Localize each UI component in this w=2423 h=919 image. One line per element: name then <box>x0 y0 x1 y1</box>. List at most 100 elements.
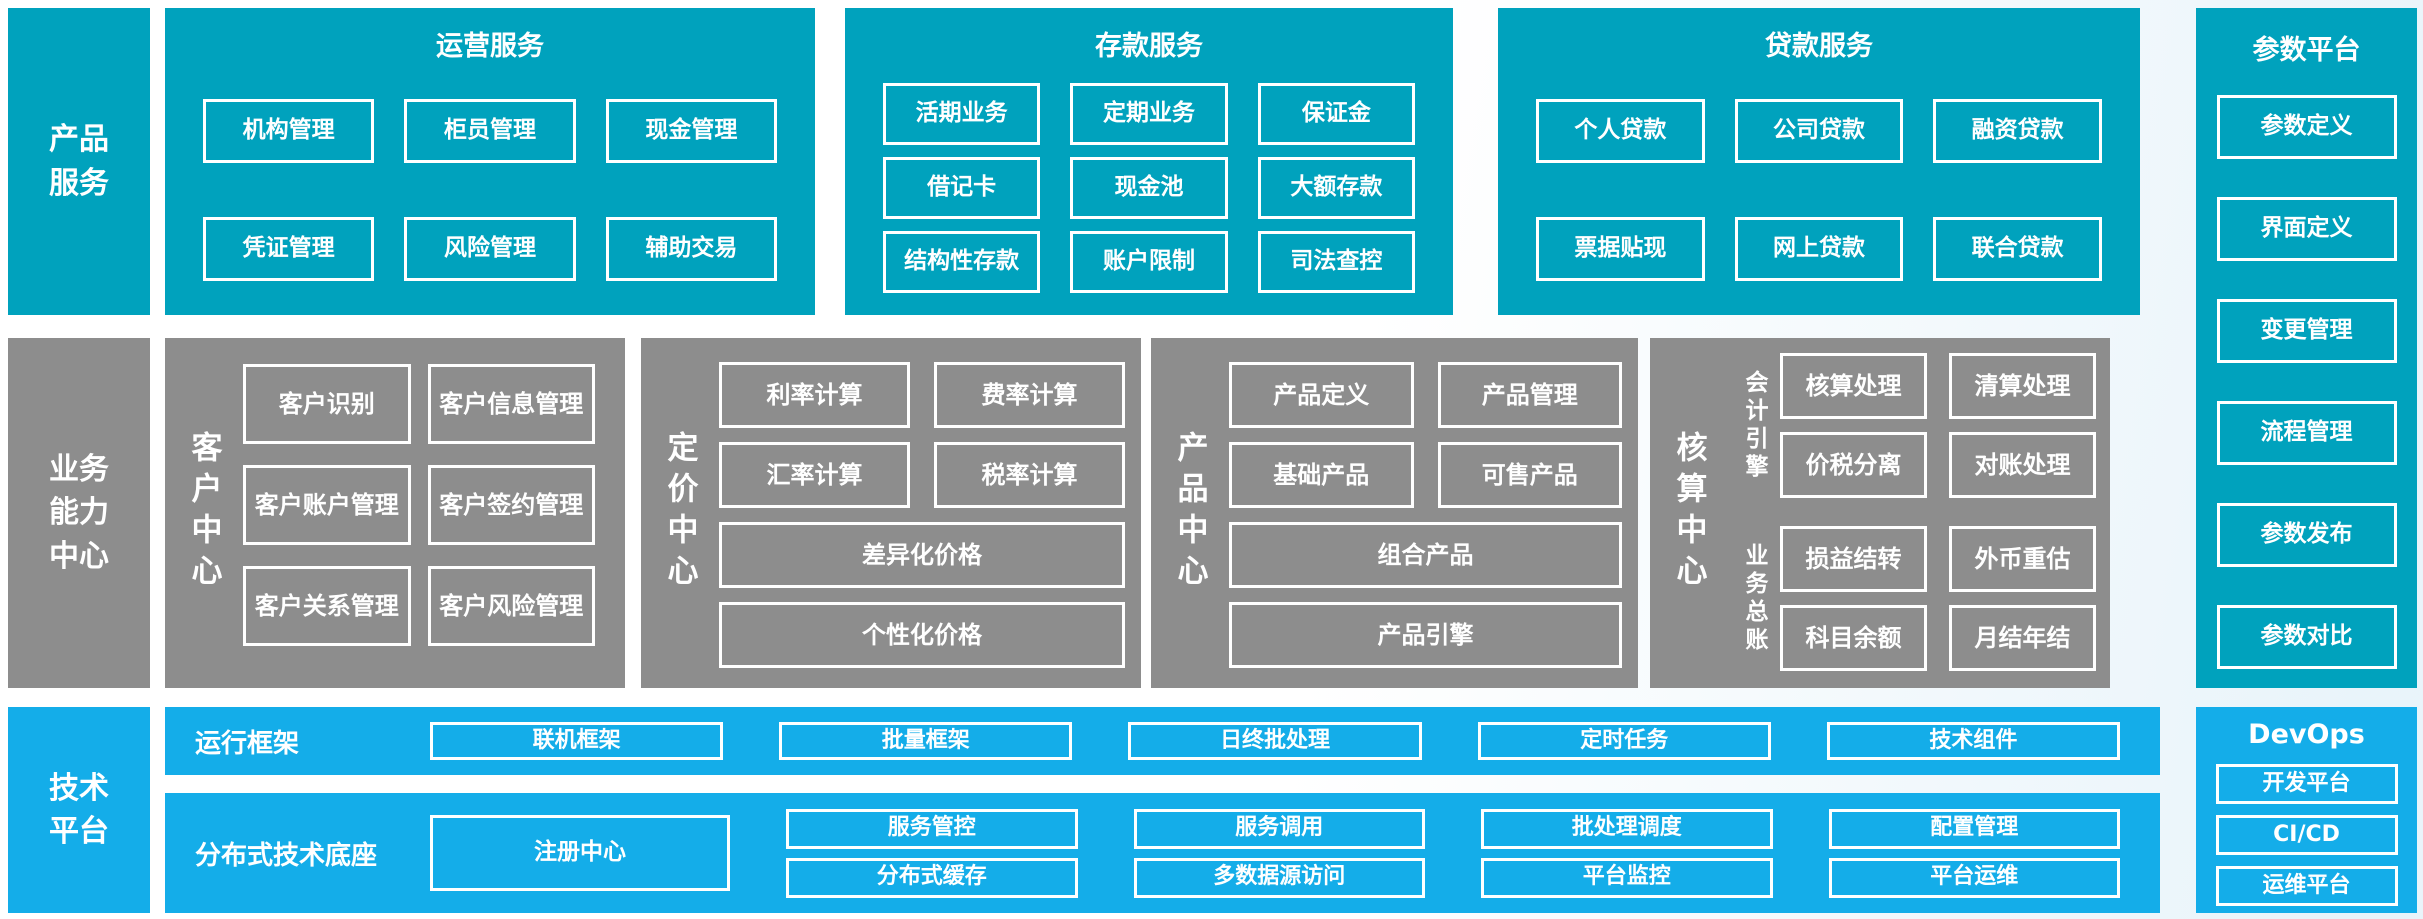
capability-box: 可售产品 <box>1437 442 1622 508</box>
panel-pricing-center: 定价中心 利率计算 费率计算 汇率计算 税率计算 差异化价格 个性化价格 <box>641 338 1141 688</box>
capability-box: 客户账户管理 <box>243 465 411 545</box>
tech-box: 定时任务 <box>1477 722 1771 760</box>
group-label: 会计引擎 <box>1741 369 1767 482</box>
center-label: 核算中心 <box>1670 431 1707 595</box>
business-ledger-group: 业务总账 损益结转 外币重估 科目余额 月结年结 <box>1728 526 2096 671</box>
capability-box: 清算处理 <box>1949 353 2096 419</box>
capability-box: 客户关系管理 <box>243 566 411 646</box>
band-label-capability-center: 业务 能力 中心 <box>8 338 150 688</box>
accounting-groups: 会计引擎 核算处理 清算处理 价税分离 对账处理 业务总账 损益结转 外币重估 … <box>1728 353 2096 688</box>
panel-deposit-services: 存款服务 活期业务 定期业务 保证金 借记卡 现金池 大额存款 结构性存款 账户… <box>845 8 1453 315</box>
box-grid: 机构管理 柜员管理 现金管理 凭证管理 风险管理 辅助交易 <box>165 99 815 281</box>
capability-box: 利率计算 <box>719 362 910 428</box>
tech-box: 技术组件 <box>1826 722 2121 760</box>
capability-box-wide: 产品引擎 <box>1229 602 1622 668</box>
capability-box: 科目余额 <box>1780 605 1927 671</box>
service-box: 参数对比 <box>2216 605 2397 669</box>
capability-box: 汇率计算 <box>719 442 910 508</box>
service-box: 借记卡 <box>883 157 1041 219</box>
service-box: 网上贷款 <box>1734 217 1904 281</box>
row-runtime-framework: 运行框架 联机框架 批量框架 日终批处理 定时任务 技术组件 <box>165 707 2160 775</box>
service-box: 个人贷款 <box>1536 99 1705 163</box>
band-label-text: 技术 平台 <box>49 770 109 850</box>
capability-box: 价税分离 <box>1780 432 1927 498</box>
row-label: 分布式技术底座 <box>195 840 378 871</box>
tech-box: 服务管控 <box>786 808 1078 849</box>
service-box: 风险管理 <box>404 217 576 281</box>
accounting-engine-group: 会计引擎 核算处理 清算处理 价税分离 对账处理 <box>1728 353 2096 498</box>
capability-box-wide: 个性化价格 <box>719 602 1125 668</box>
service-box: 融资贷款 <box>1933 99 2102 163</box>
capability-box: 客户识别 <box>243 364 411 444</box>
group-label: 业务总账 <box>1741 542 1767 655</box>
panel-title: 运营服务 <box>436 31 544 62</box>
box-grid: 产品定义 产品管理 基础产品 可售产品 组合产品 产品引擎 <box>1229 362 1622 688</box>
vertical-label-wrap: 客户中心 <box>165 338 243 688</box>
service-box: 活期业务 <box>883 83 1041 145</box>
center-label: 客户中心 <box>185 431 222 595</box>
box-grid: 服务管控 服务调用 批处理调度 配置管理 分布式缓存 多数据源访问 平台监控 平… <box>786 808 2120 898</box>
tech-box: 平台运维 <box>1828 857 2120 898</box>
service-box: 流程管理 <box>2216 401 2397 465</box>
service-box: 结构性存款 <box>883 231 1041 293</box>
capability-box: 对账处理 <box>1949 432 2096 498</box>
capability-box: 核算处理 <box>1780 353 1927 419</box>
box-grid: 活期业务 定期业务 保证金 借记卡 现金池 大额存款 结构性存款 账户限制 司法… <box>845 83 1453 293</box>
service-box: 参数发布 <box>2216 503 2397 567</box>
tech-box: 批量框架 <box>779 722 1073 760</box>
devops-box: 开发平台 <box>2215 764 2398 804</box>
vertical-label-wrap: 定价中心 <box>641 338 719 688</box>
center-label: 产品中心 <box>1171 431 1208 595</box>
box-row: 联机框架 批量框架 日终批处理 定时任务 技术组件 <box>430 722 2121 760</box>
band-label-tech-platform: 技术 平台 <box>8 707 150 913</box>
service-box: 定期业务 <box>1070 83 1228 145</box>
tech-box: 日终批处理 <box>1128 722 1422 760</box>
vertical-label-wrap: 会计引擎 <box>1728 353 1780 498</box>
service-box: 联合贷款 <box>1933 217 2102 281</box>
capability-box: 产品管理 <box>1437 362 1622 428</box>
vertical-label-wrap: 核算中心 <box>1650 338 1728 688</box>
service-box: 现金管理 <box>605 99 777 163</box>
capability-box: 费率计算 <box>934 362 1125 428</box>
service-box: 现金池 <box>1070 157 1228 219</box>
band-label-product-services: 产品 服务 <box>8 8 150 315</box>
service-box: 凭证管理 <box>203 217 375 281</box>
panel-accounting-center: 核算中心 会计引擎 核算处理 清算处理 价税分离 对账处理 业务总账 损 <box>1650 338 2110 688</box>
panel-operation-services: 运营服务 机构管理 柜员管理 现金管理 凭证管理 风险管理 辅助交易 <box>165 8 815 315</box>
box-grid: 个人贷款 公司贷款 融资贷款 票据贴现 网上贷款 联合贷款 <box>1498 99 2140 281</box>
service-box: 参数定义 <box>2216 95 2397 159</box>
tech-box: 分布式缓存 <box>786 857 1078 898</box>
panel-title: DevOps <box>2248 719 2365 750</box>
box-grid: 利率计算 费率计算 汇率计算 税率计算 差异化价格 个性化价格 <box>719 362 1125 688</box>
center-label: 定价中心 <box>661 431 698 595</box>
service-box: 辅助交易 <box>605 217 777 281</box>
panel-title: 存款服务 <box>1095 31 1203 62</box>
service-box: 司法查控 <box>1257 231 1415 293</box>
service-box: 票据贴现 <box>1536 217 1705 281</box>
panel-loan-services: 贷款服务 个人贷款 公司贷款 融资贷款 票据贴现 网上贷款 联合贷款 <box>1498 8 2140 315</box>
capability-box: 月结年结 <box>1949 605 2096 671</box>
tech-box: 联机框架 <box>430 722 724 760</box>
tech-box: 平台监控 <box>1481 857 1773 898</box>
panel-title: 参数平台 <box>2252 35 2361 66</box>
row-label: 运行框架 <box>195 728 300 759</box>
panel-customer-center: 客户中心 客户识别 客户信息管理 客户账户管理 客户签约管理 客户关系管理 客户… <box>165 338 625 688</box>
devops-box: 运维平台 <box>2215 866 2398 906</box>
service-box: 公司贷款 <box>1734 99 1904 163</box>
panel-title: 贷款服务 <box>1765 31 1873 62</box>
band-label-text: 产品 服务 <box>49 122 109 201</box>
registry-center-box: 注册中心 <box>430 815 730 891</box>
service-box: 账户限制 <box>1070 231 1228 293</box>
box-grid: 损益结转 外币重估 科目余额 月结年结 <box>1780 526 2096 671</box>
tech-box: 多数据源访问 <box>1133 857 1425 898</box>
capability-box: 客户信息管理 <box>427 364 595 444</box>
capability-box: 产品定义 <box>1229 362 1414 428</box>
capability-box: 客户风险管理 <box>427 566 595 646</box>
vertical-label-wrap: 产品中心 <box>1151 338 1229 688</box>
capability-box: 税率计算 <box>934 442 1125 508</box>
capability-box: 客户签约管理 <box>427 465 595 545</box>
capability-box-wide: 差异化价格 <box>719 522 1125 588</box>
service-box: 界面定义 <box>2216 197 2397 261</box>
capability-box-wide: 组合产品 <box>1229 522 1622 588</box>
